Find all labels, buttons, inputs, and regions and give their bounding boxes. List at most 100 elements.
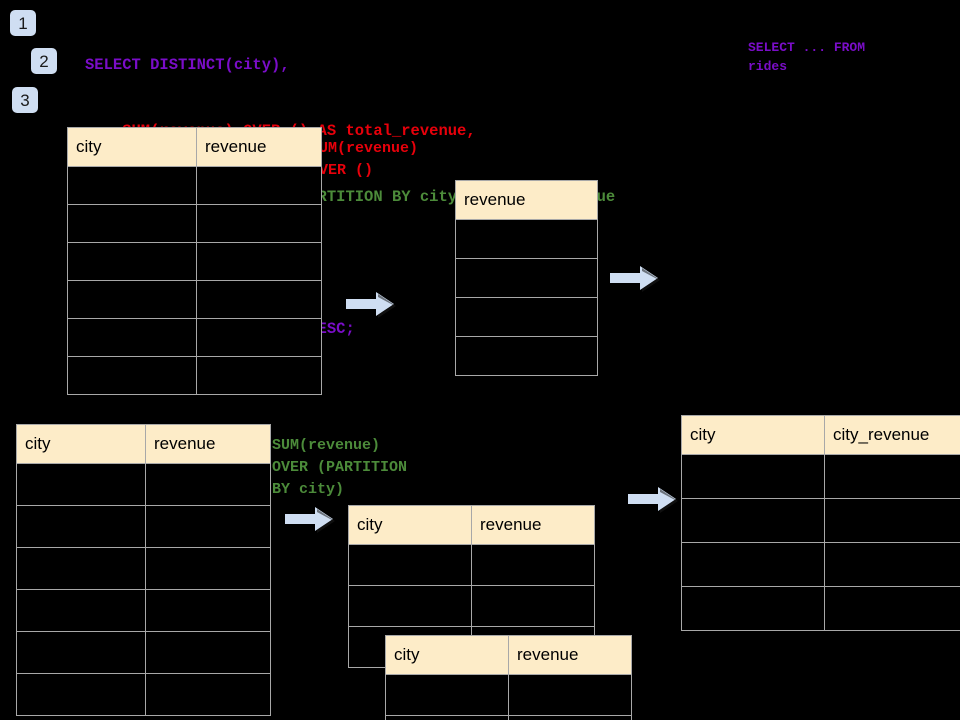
table-cell: [16, 505, 146, 548]
table-row: [681, 586, 960, 631]
table-cell: [16, 673, 146, 716]
table-row: [16, 631, 271, 674]
table-partition-front: city revenue: [385, 635, 632, 720]
table-row: [681, 498, 960, 543]
table-cell: [824, 454, 960, 499]
table-row: [16, 673, 271, 716]
column-header-revenue: revenue: [471, 505, 595, 545]
table-cell: [196, 166, 322, 205]
column-header-revenue: revenue: [508, 635, 632, 675]
table-row: [385, 715, 632, 720]
table-cell: [385, 674, 509, 716]
table-cell: [196, 280, 322, 319]
table-cell: [385, 715, 509, 720]
table-row: [455, 297, 598, 337]
table-cell: [681, 454, 825, 499]
table-cell: [348, 585, 472, 627]
table-row: [16, 463, 271, 506]
table-cell: [455, 219, 598, 259]
sql-line-select: SELECT DISTINCT(city),: [85, 56, 290, 74]
table-source-bottom: city revenue: [16, 424, 271, 716]
column-header-revenue: revenue: [455, 180, 598, 220]
table-cell: [196, 356, 322, 395]
column-header-city: city: [348, 505, 472, 545]
table-row: [348, 544, 595, 586]
table-cell: [508, 674, 632, 716]
column-header-revenue: revenue: [196, 127, 322, 167]
step-badge-3: 3: [12, 87, 38, 113]
table-header-row: city revenue: [67, 127, 322, 167]
table-cell: [67, 318, 197, 357]
table-cell: [824, 586, 960, 631]
table-header-row: city revenue: [16, 424, 271, 464]
table-cell: [455, 297, 598, 337]
table-row: [681, 542, 960, 587]
table-row: [348, 585, 595, 627]
column-header-city-revenue: city_revenue: [824, 415, 960, 455]
table-cell: [16, 463, 146, 506]
table-cell: [145, 547, 271, 590]
table-row: [385, 674, 632, 716]
table-cell: [67, 166, 197, 205]
table-row: [455, 219, 598, 259]
table-cell: [145, 631, 271, 674]
table-cell: [348, 544, 472, 586]
table-cell: [455, 336, 598, 376]
table-cell: [681, 498, 825, 543]
table-row: [455, 258, 598, 298]
table-cell: [67, 356, 197, 395]
table-cell: [471, 544, 595, 586]
column-header-city: city: [385, 635, 509, 675]
arrow-bottom-right-icon: [628, 487, 678, 513]
table-cell: [145, 589, 271, 632]
table-row: [67, 166, 322, 205]
table-cell: [196, 242, 322, 281]
table-header-row: city city_revenue: [681, 415, 960, 455]
table-cell: [824, 498, 960, 543]
table-row: [16, 505, 271, 548]
table-cell: [145, 463, 271, 506]
column-header-city: city: [16, 424, 146, 464]
table-row: [67, 204, 322, 243]
table-cell: [196, 318, 322, 357]
table-header-row: revenue: [455, 180, 598, 220]
table-cell: [67, 242, 197, 281]
step-badge-1: 1: [10, 10, 36, 36]
table-cell: [824, 542, 960, 587]
column-header-revenue: revenue: [145, 424, 271, 464]
column-header-city: city: [681, 415, 825, 455]
table-header-row: city revenue: [385, 635, 632, 675]
table-cell: [471, 585, 595, 627]
table-header-row: city revenue: [348, 505, 595, 545]
side-note-select-from: SELECT ... FROM rides: [748, 40, 866, 74]
table-row: [16, 589, 271, 632]
table-cell: [681, 586, 825, 631]
table-cell: [16, 589, 146, 632]
table-cell: [145, 505, 271, 548]
table-cell: [145, 673, 271, 716]
table-cell: [67, 204, 197, 243]
table-row: [67, 356, 322, 395]
table-cell: [16, 631, 146, 674]
table-cell: [455, 258, 598, 298]
arrow-top-right-icon: [610, 266, 660, 292]
table-total-revenue: revenue: [455, 180, 598, 376]
step-badge-2: 2: [31, 48, 57, 74]
table-result: city city_revenue: [681, 415, 960, 631]
table-row: [67, 318, 322, 357]
table-cell: [196, 204, 322, 243]
table-row: [67, 280, 322, 319]
arrow-top-left-icon: [346, 292, 396, 318]
annotation-total-window: SUM(revenue) OVER (): [310, 140, 419, 179]
table-row: [681, 454, 960, 499]
table-row: [455, 336, 598, 376]
table-row: [67, 242, 322, 281]
annotation-partition-window: SUM(revenue) OVER (PARTITION BY city): [272, 437, 408, 498]
column-header-city: city: [67, 127, 197, 167]
table-source-top: city revenue: [67, 127, 322, 395]
table-cell: [16, 547, 146, 590]
table-row: [16, 547, 271, 590]
table-cell: [508, 715, 632, 720]
table-cell: [67, 280, 197, 319]
